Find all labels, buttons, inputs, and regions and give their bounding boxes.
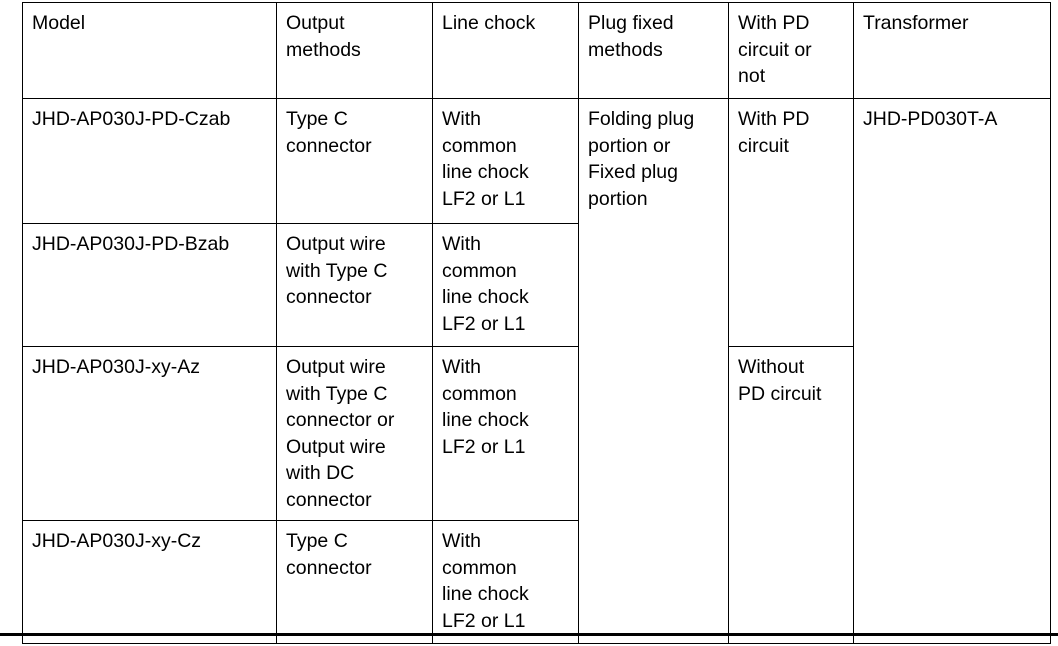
- column-header-output-methods-label: Output methods: [286, 12, 361, 61]
- cell-line-chock-value: With common line chock LF2 or L1: [442, 530, 529, 632]
- cell-line-chock-value: With common line chock LF2 or L1: [442, 233, 529, 335]
- column-header-plug-fixed-methods: Plug fixed methods: [578, 2, 729, 99]
- cell-output-methods-value: Type C connector: [286, 530, 372, 579]
- cell-output-methods: Type C connector: [276, 520, 433, 645]
- cell-output-methods: Output wire with Type C connector or Out…: [276, 345, 433, 522]
- column-header-transformer: Transformer: [853, 2, 1051, 99]
- cell-pd-circuit-with-merged: With PD circuit: [728, 98, 854, 347]
- column-header-plug-fixed-methods-label: Plug fixed methods: [588, 12, 674, 61]
- cell-model-value: JHD-AP030J-xy-Cz: [32, 530, 202, 553]
- cell-output-methods: Output wire with Type C connector: [276, 223, 433, 347]
- cell-plug-fixed-methods-value: Folding plug portion or Fixed plug porti…: [588, 108, 695, 210]
- table-row: JHD-AP030J-PD-Bzab Output wire with Type…: [22, 223, 1051, 347]
- cell-model-value: JHD-AP030J-PD-Bzab: [32, 233, 230, 255]
- cell-model: JHD-AP030J-PD-Bzab: [22, 223, 277, 347]
- cell-line-chock: With common line chock LF2 or L1: [432, 345, 579, 522]
- column-header-model: Model: [22, 2, 277, 99]
- cell-output-methods-value: Output wire with Type C connector or Out…: [286, 356, 395, 511]
- cell-output-methods-value: Type C connector: [286, 108, 372, 157]
- table-row: JHD-AP030J-PD-Czab Type C connector With…: [22, 97, 1051, 645]
- cell-model-value: JHD-AP030J-PD-Czab: [32, 108, 231, 130]
- column-header-pd-circuit: With PD circuit or not: [728, 2, 854, 99]
- column-header-output-methods: Output methods: [276, 2, 433, 99]
- table-row: JHD-AP030J-xy-Cz Type C connector With c…: [22, 520, 1051, 645]
- column-header-pd-circuit-label: With PD circuit or not: [738, 12, 812, 88]
- cell-pd-circuit-without-merged: Without PD circuit: [728, 345, 854, 645]
- cell-line-chock: With common line chock LF2 or L1: [432, 98, 579, 224]
- cell-model: JHD-AP030J-PD-Czab: [22, 98, 277, 224]
- cell-plug-fixed-methods-merged: Folding plug portion or Fixed plug porti…: [578, 97, 729, 645]
- column-header-transformer-label: Transformer: [863, 12, 969, 34]
- model-specification-table: Model Output methods Line chock Plug fix…: [22, 2, 1051, 645]
- cell-output-methods-value: Output wire with Type C connector: [286, 233, 388, 309]
- cell-transformer-merged: JHD-PD030T-A: [853, 97, 1051, 645]
- cell-line-chock-value: With common line chock LF2 or L1: [442, 108, 529, 210]
- cell-line-chock: With common line chock LF2 or L1: [432, 223, 579, 347]
- cell-line-chock-value: With common line chock LF2 or L1: [442, 356, 529, 458]
- cell-line-chock: With common line chock LF2 or L1: [432, 520, 579, 645]
- column-header-line-chock-label: Line chock: [442, 12, 536, 34]
- cell-model-value: JHD-AP030J-xy-Az: [32, 356, 200, 378]
- cell-model: JHD-AP030J-xy-Cz: [22, 520, 277, 645]
- table-row: JHD-AP030J-xy-Az Output wire with Type C…: [22, 345, 1051, 645]
- cell-pd-circuit-without-value: Without PD circuit: [738, 356, 822, 405]
- cell-pd-circuit-with-value: With PD circuit: [738, 108, 810, 157]
- cell-transformer-value: JHD-PD030T-A: [863, 108, 998, 130]
- column-header-line-chock: Line chock: [432, 2, 579, 99]
- cell-output-methods: Type C connector: [276, 98, 433, 224]
- table-header-row: Model Output methods Line chock Plug fix…: [22, 2, 1051, 99]
- cell-model: JHD-AP030J-xy-Az: [22, 345, 277, 522]
- column-header-model-label: Model: [32, 12, 86, 34]
- spec-table-container: Model Output methods Line chock Plug fix…: [22, 2, 1051, 645]
